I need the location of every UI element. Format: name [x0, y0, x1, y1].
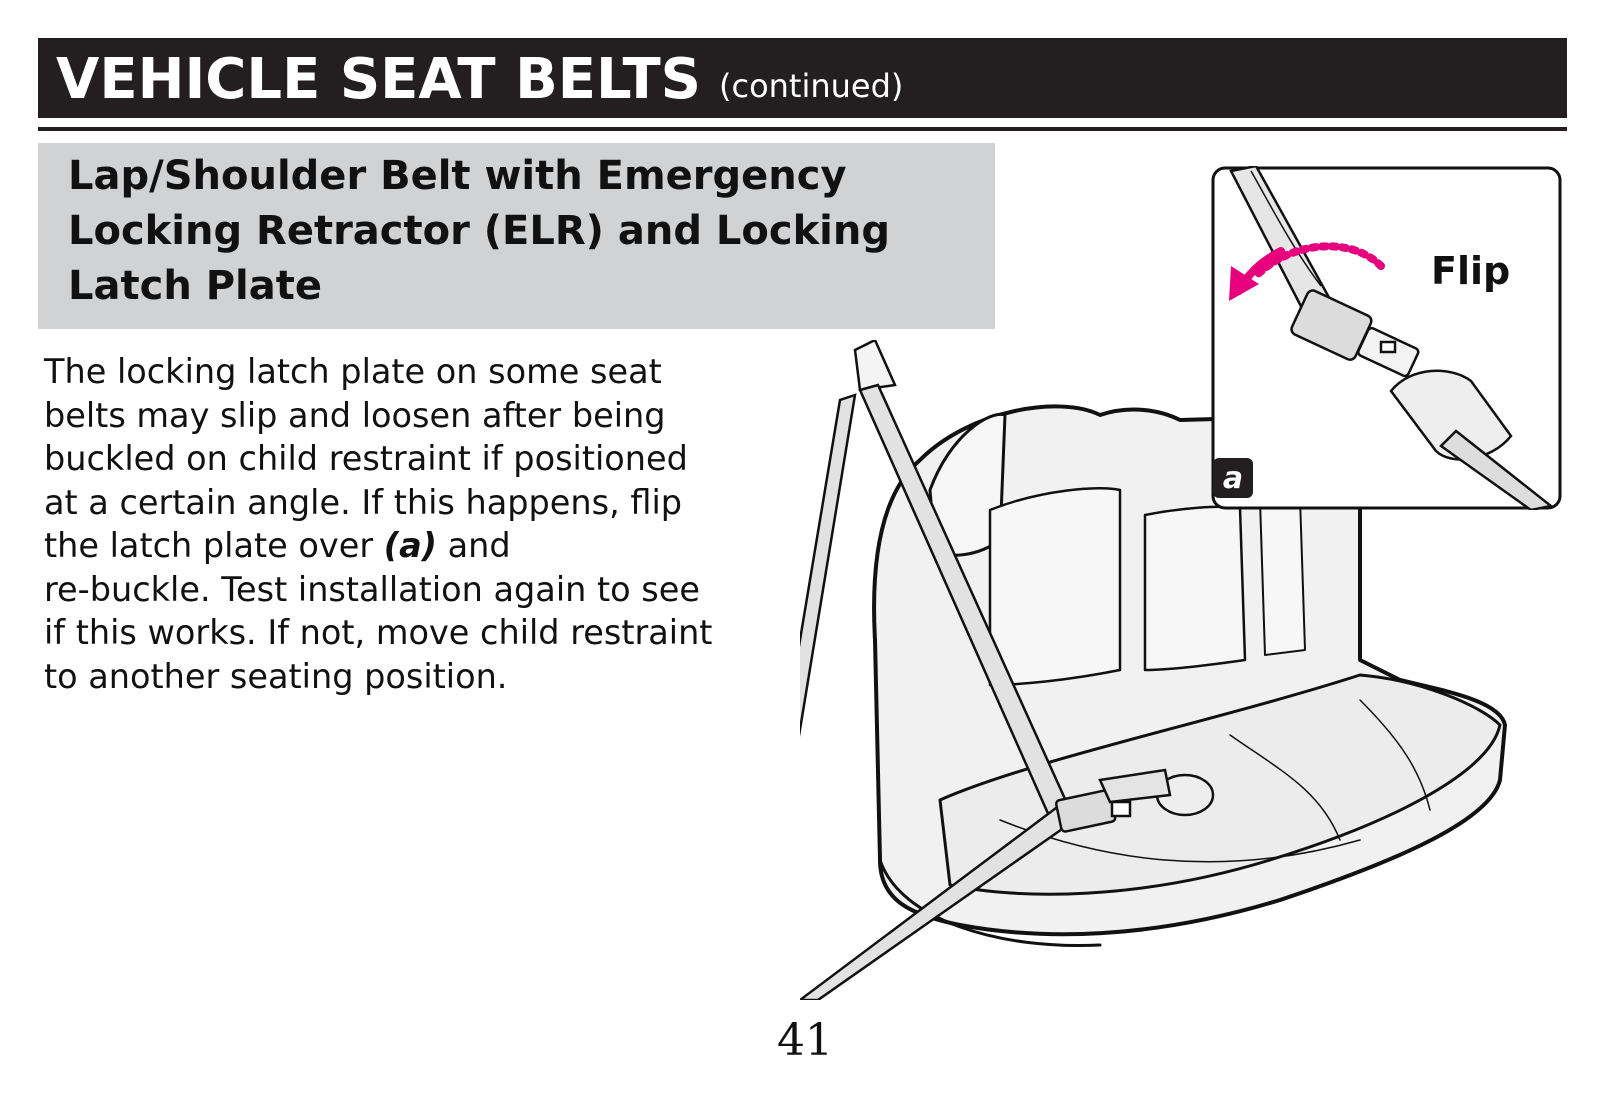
body-line: belts may slip and loosen after being	[44, 395, 666, 435]
body-paragraph: The locking latch plate on some seat bel…	[44, 350, 804, 698]
section-heading-line: Latch Plate	[68, 263, 322, 309]
body-line: The locking latch plate on some seat	[44, 352, 662, 391]
seat-illustration	[800, 340, 1507, 1000]
section-heading-line: Locking Retractor (ELR) and Locking	[68, 208, 890, 254]
body-line: re-buckle. Test installation again to se…	[44, 569, 700, 609]
page-subtitle: (continued)	[718, 67, 904, 105]
body-line: if this works. If not, move child restra…	[44, 613, 713, 652]
body-line: the latch plate over	[44, 526, 374, 565]
figure-reference: (a)	[383, 526, 437, 565]
body-line: at a certain angle. If this happens, fli…	[44, 482, 683, 522]
body-line: to another seating position.	[44, 656, 508, 696]
body-line: and	[447, 526, 511, 565]
section-heading-box: Lap/Shoulder Belt with Emergency Locking…	[38, 143, 995, 329]
page-title: VEHICLE SEAT BELTS	[56, 47, 701, 112]
header-rule	[38, 127, 1567, 131]
flip-inset: Flip a	[1211, 166, 1562, 510]
section-heading: Lap/Shoulder Belt with Emergency Locking…	[68, 149, 985, 314]
body-line: buckled on child restraint if positioned	[44, 439, 688, 478]
flip-label: Flip	[1431, 249, 1510, 293]
figure-marker-label: a	[1223, 461, 1243, 496]
buckle-icon	[1389, 369, 1554, 510]
latch-plate-icon	[1229, 166, 1420, 378]
section-heading-line: Lap/Shoulder Belt with Emergency	[68, 153, 847, 199]
page-header: VEHICLE SEAT BELTS (continued)	[38, 38, 1567, 118]
page-number: 41	[777, 1015, 833, 1066]
figure-marker	[1213, 458, 1253, 498]
